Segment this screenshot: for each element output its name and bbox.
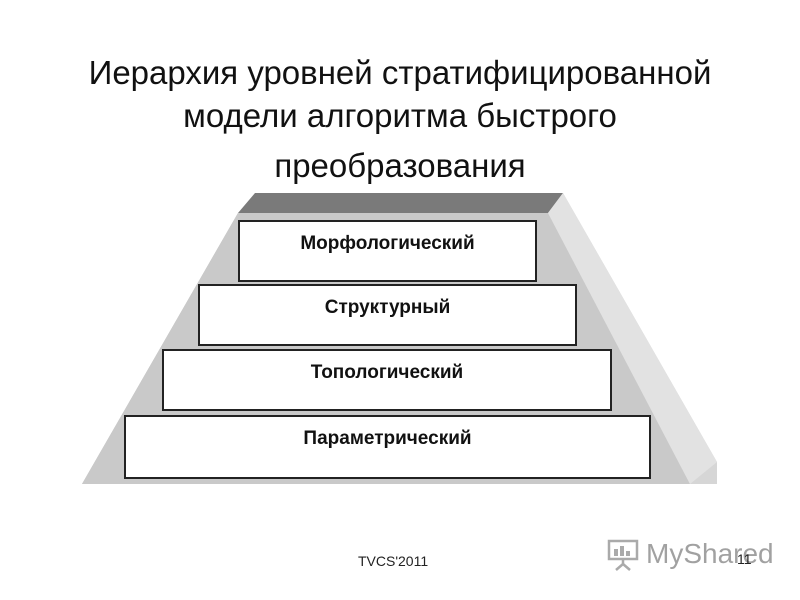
- level-label: Морфологический: [300, 233, 475, 254]
- pyramid-level-structural: Структурный: [198, 284, 577, 346]
- pyramid-right-edge: [548, 193, 717, 484]
- presentation-board-icon: [607, 539, 639, 571]
- slide-title-line-1: Иерархия уровней стратифицированной: [88, 54, 712, 91]
- pyramid-top-face: [238, 193, 563, 213]
- level-label: Топологический: [310, 362, 464, 383]
- slide-title-line-2: модели алгоритма быстрого: [183, 97, 617, 134]
- footer-text: TVCS'2011: [358, 553, 429, 569]
- watermark: MyShared: [606, 536, 774, 572]
- watermark-text: MyShared: [646, 538, 774, 569]
- page-number: 11: [737, 551, 752, 567]
- level-label: Структурный: [324, 297, 451, 318]
- level-label: Параметрический: [303, 428, 472, 449]
- pyramid-level-parametric: Параметрический: [124, 415, 651, 479]
- pyramid-level-topological: Топологический: [162, 349, 612, 411]
- pyramid-level-morphological: Морфологический: [238, 220, 537, 282]
- slide-title-line-3: преобразования: [274, 147, 526, 184]
